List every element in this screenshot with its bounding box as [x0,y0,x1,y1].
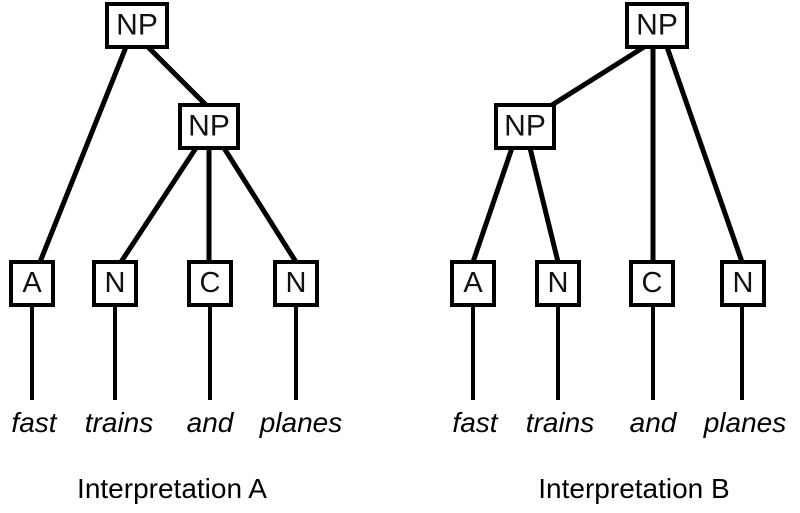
word-word-and-b: and [630,407,678,438]
tree-edge-root-to-a [37,46,129,263]
node-label-c-b: C [642,267,663,299]
node-label-a-b: A [463,267,483,299]
tree-edge-np-to-n1 [118,146,199,264]
node-label-c-a: C [200,267,221,299]
node-box-a-a[interactable] [9,260,55,307]
tree-edge-npb-to-a [470,147,515,263]
tree-edge-root-to-np [146,45,208,107]
word-word-fast-a: fast [11,407,57,438]
tree-edge-np-to-n2 [221,146,299,264]
tree-edge-npb-to-n1 [527,147,561,263]
word-word-trains-a: trains [85,407,153,438]
node-box-n1-a[interactable] [92,260,138,307]
node-box-c-b[interactable] [629,260,675,307]
caption-interpretation-a: Interpretation A [77,473,267,504]
word-word-fast-b: fast [452,407,498,438]
node-box-n2-a[interactable] [273,260,319,307]
node-box-a-b[interactable] [450,260,496,307]
node-label-n1-b: N [548,267,569,299]
node-box-np-inner-b[interactable] [494,103,556,150]
tree-edge-rootb-to-n2 [664,46,745,263]
node-box-c-a[interactable] [187,260,233,307]
word-word-trains-b: trains [526,407,594,438]
tree-edge-rootb-to-np [550,44,646,108]
node-box-n2-b[interactable] [720,260,766,307]
node-label-n2-b: N [733,267,754,299]
node-label-np-root-a: NP [116,8,158,41]
node-label-np-inner-b: NP [504,109,546,142]
node-box-np-inner-a[interactable] [178,103,240,150]
word-word-planes-b: planes [703,407,787,438]
node-label-n2-a: N [286,267,307,299]
node-box-np-root-a[interactable] [105,2,169,49]
node-box-n1-b[interactable] [535,260,581,307]
node-label-np-root-b: NP [636,8,678,41]
node-box-np-root-b[interactable] [625,2,689,49]
word-word-planes-a: planes [259,407,343,438]
caption-interpretation-b: Interpretation B [538,473,729,504]
word-word-and-a: and [187,407,235,438]
node-label-a-a: A [22,267,42,299]
node-label-np-inner-a: NP [188,109,230,142]
node-label-n1-a: N [105,267,126,299]
